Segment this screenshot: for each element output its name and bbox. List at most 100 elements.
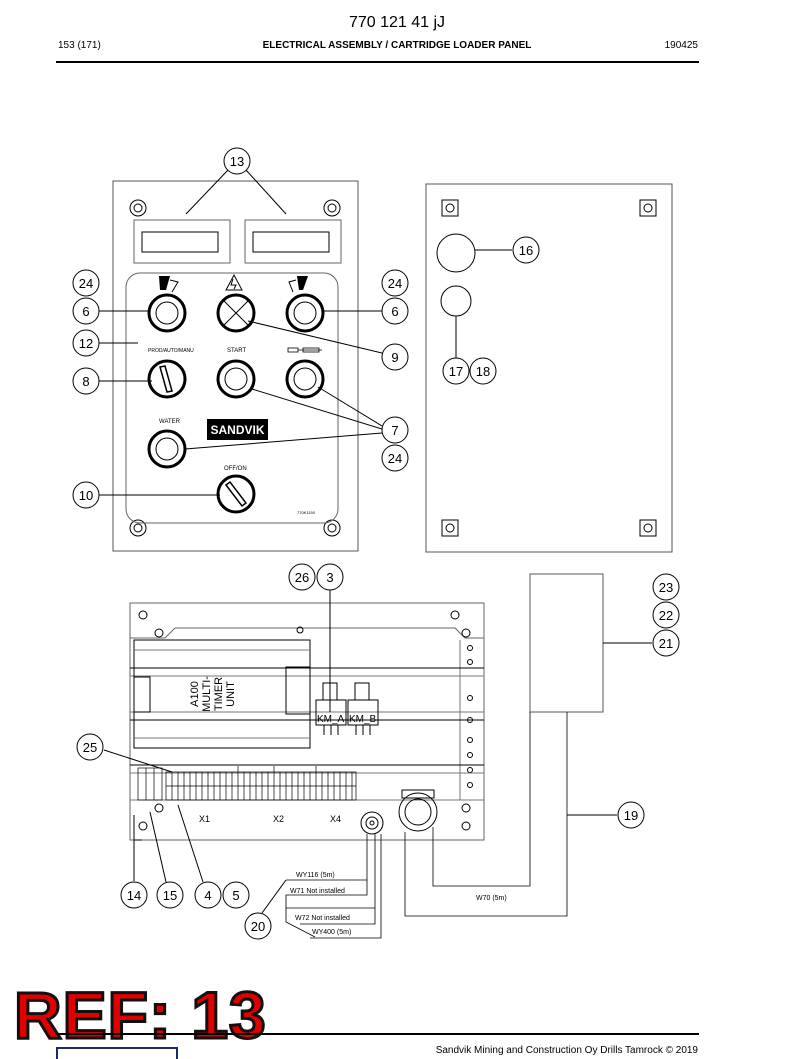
callout-18: 18 [469,357,497,385]
leader-lines [99,169,652,914]
svg-text:9: 9 [391,350,398,365]
footer-logo [56,1047,178,1059]
svg-text:A100: A100 [189,681,201,707]
callout-20: 20 [244,912,272,940]
sandvik-logo-text: SANDVIK [210,423,264,437]
svg-text:19: 19 [624,808,638,823]
callout-4: 4 [194,881,222,909]
relay-km-a [315,682,347,735]
svg-text:10: 10 [79,488,93,503]
revision-date: 190425 [664,40,698,51]
relay-km-b [347,682,379,735]
svg-text:24: 24 [388,276,402,291]
header-rule [56,61,699,63]
start-button [216,359,256,399]
svg-text:TIMER: TIMER [213,677,225,711]
callout-7: 7 [381,416,409,444]
bracket-lines [133,815,142,880]
callout-15: 15 [156,881,184,909]
sandvik-logo [207,419,268,440]
callout-5: 5 [222,881,250,909]
main-switch [216,474,256,514]
callout-17: 17 [442,357,470,385]
callout-21: 21 [652,629,680,657]
connector-x4 [360,811,384,835]
callout-6-left: 6 [72,297,100,325]
km-b-label: KM_B [349,714,377,725]
cable-label-w70: W70 (5m) [476,895,507,902]
svg-text:MULTI-: MULTI- [201,676,213,712]
footer-rule [56,1033,699,1035]
warning-symbol-icon [225,273,243,291]
cartridge-symbol-icon [287,347,322,353]
svg-text:26: 26 [295,570,309,585]
cable-label-wy400: WY400 (5m) [312,929,351,936]
x4-label: X4 [330,814,341,824]
callout-16: 16 [512,236,540,264]
callout-24-lower: 24 [381,444,409,472]
water-label: WATER [159,419,181,425]
symbol-icon-left [159,276,179,293]
page-title: ELECTRICAL ASSEMBLY / CARTRIDGE LOADER P… [262,40,532,51]
callout-3: 3 [316,563,344,591]
cable-label-w72: W72 Not installed [295,915,350,922]
off-on-label: OFF/ON [224,466,247,472]
svg-text:24: 24 [79,276,93,291]
km-a-label: KM_A [317,714,345,725]
warning-lamp [216,293,256,333]
indicator-button-right [285,293,325,333]
x2-label: X2 [273,814,284,824]
panel-code: 770K1150 [297,510,316,515]
mode-selector-switch [147,359,187,399]
indicator-button-left [147,293,187,333]
cartridge-button [285,359,325,399]
callout-10: 10 [72,481,100,509]
svg-text:18: 18 [476,364,490,379]
callout-9: 9 [381,343,409,371]
svg-text:6: 6 [82,304,89,319]
cable-label-wy116: WY116 (5m) [296,872,335,879]
start-label: START [227,348,246,354]
callout-24-right: 24 [381,269,409,297]
callout-8: 8 [72,367,100,395]
cable-label-w71: W71 Not installed [290,888,345,895]
terminal-block [137,766,357,801]
svg-text:21: 21 [659,636,673,651]
svg-text:8: 8 [82,374,89,389]
callout-13: 13 [223,147,251,175]
svg-text:16: 16 [519,243,533,258]
timer-unit-text: A100 MULTI- TIMER UNIT [189,676,237,712]
svg-text:7: 7 [391,423,398,438]
water-button [147,429,187,469]
svg-text:15: 15 [163,888,177,903]
svg-text:14: 14 [127,888,141,903]
svg-text:25: 25 [83,740,97,755]
svg-text:UNIT: UNIT [225,681,237,707]
svg-text:12: 12 [79,336,93,351]
svg-text:20: 20 [251,919,265,934]
footer-copyright: Sandvik Mining and Construction Oy Drill… [435,1045,698,1056]
prod-auto-manu-label: PROD/AUTO/MANU [148,348,194,354]
cable-gland-small [440,285,472,317]
callout-19: 19 [617,801,645,829]
callout-6-right: 6 [381,297,409,325]
callout-25: 25 [76,733,104,761]
svg-text:13: 13 [230,154,244,169]
svg-text:5: 5 [232,888,239,903]
svg-text:22: 22 [659,608,673,623]
front-panel [112,180,359,552]
junction-box [529,573,604,713]
svg-text:23: 23 [659,580,673,595]
svg-text:6: 6 [391,304,398,319]
callout-26: 26 [288,563,316,591]
document-number: 770 121 41 jJ [348,14,446,31]
svg-text:4: 4 [204,888,211,903]
x1-label: X1 [199,814,210,824]
symbol-icon-right [288,276,308,293]
cables [285,712,568,939]
mounting-plate [129,602,485,841]
ref-stamp: REF: 13 [13,978,268,1052]
callout-24-left: 24 [72,269,100,297]
callout-22: 22 [652,601,680,629]
